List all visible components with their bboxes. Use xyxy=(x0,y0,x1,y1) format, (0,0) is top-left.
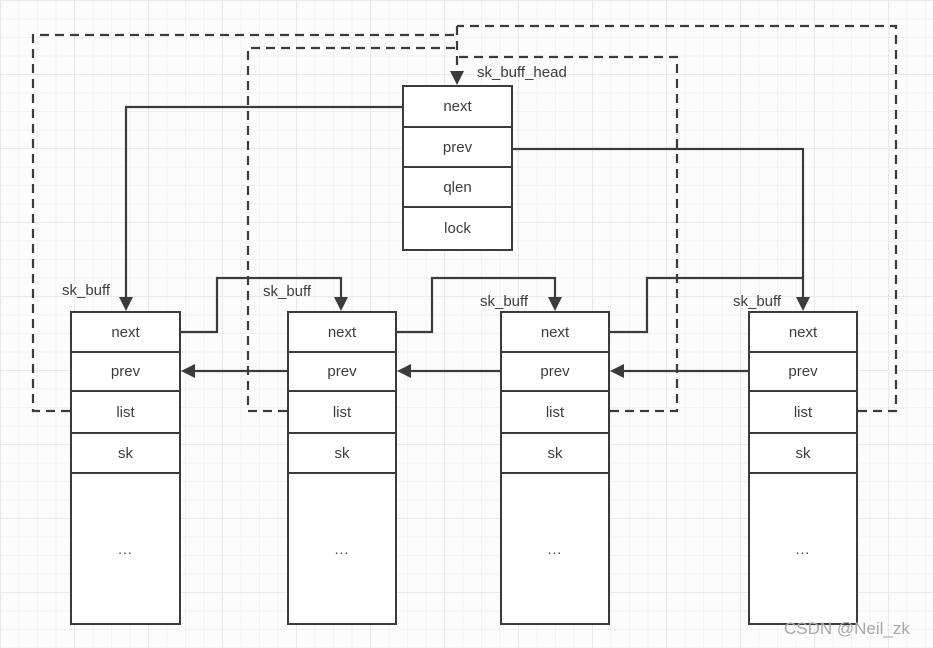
field-skbuff1-next: next xyxy=(72,313,179,353)
edge-skbuff4-list-to-head xyxy=(457,24,898,413)
field-skbuff4-next: next xyxy=(750,313,856,353)
field-head-prev: prev xyxy=(404,128,511,168)
field-skbuff4-ellipsis: ... xyxy=(795,540,811,557)
arrowhead-into-skbuff3-prev xyxy=(610,364,624,378)
field-skbuff1-ellipsis: ... xyxy=(118,540,133,557)
csdn-watermark: CSDN @Neil_zk xyxy=(784,619,910,638)
field-skbuff2-sk: sk xyxy=(289,434,395,474)
field-skbuff3-next: next xyxy=(502,313,608,353)
edge-skbuff1-next-to-skbuff2 xyxy=(181,276,343,334)
field-skbuff1-prev: prev xyxy=(72,353,179,392)
field-head-lock: lock xyxy=(444,220,471,237)
node-sk-buff-2: next prev list sk ... xyxy=(287,311,397,625)
label-sk-buff-1: sk_buff xyxy=(62,282,111,299)
field-head-next: next xyxy=(404,87,511,128)
edge-skbuff2-next-to-skbuff3 xyxy=(397,276,557,334)
node-sk-buff-4: next prev list sk ... xyxy=(748,311,858,625)
edge-skbuff3-next-to-skbuff4 xyxy=(610,276,803,334)
label-sk-buff-2: sk_buff xyxy=(263,283,312,300)
field-skbuff1-sk: sk xyxy=(72,434,179,474)
field-skbuff3-sk: sk xyxy=(502,434,608,474)
arrowhead-into-skbuff4-top xyxy=(796,297,810,311)
arrowhead-into-skbuff1-prev xyxy=(181,364,195,378)
label-sk-buff-head: sk_buff_head xyxy=(477,64,567,81)
label-sk-buff-3: sk_buff xyxy=(480,293,529,310)
field-skbuff1-list: list xyxy=(72,392,179,434)
edge-skbuff2-list-to-head xyxy=(246,46,457,413)
edge-skbuff3-list-to-head xyxy=(457,55,679,413)
field-head-qlen: qlen xyxy=(404,168,511,208)
arrowhead-into-skbuff2-prev xyxy=(397,364,411,378)
arrowhead-into-skbuff2-top xyxy=(334,297,348,311)
field-skbuff3-list: list xyxy=(502,392,608,434)
label-sk-buff-4: sk_buff xyxy=(733,293,782,310)
field-skbuff4-prev: prev xyxy=(750,353,856,392)
arrowhead-into-head-top xyxy=(450,71,464,85)
edge-head-prev-to-skbuff4 xyxy=(513,147,805,297)
field-skbuff2-next: next xyxy=(289,313,395,353)
node-sk-buff-3: next prev list sk ... xyxy=(500,311,610,625)
field-skbuff2-ellipsis: ... xyxy=(334,540,350,557)
node-sk-buff-1: next prev list sk ... xyxy=(70,311,181,625)
field-skbuff2-list: list xyxy=(289,392,395,434)
field-skbuff4-sk: sk xyxy=(750,434,856,474)
edge-skbuff1-list-to-head xyxy=(31,33,457,413)
arrowhead-into-skbuff1-top xyxy=(119,297,133,311)
node-sk-buff-head: next prev qlen lock xyxy=(402,85,513,251)
field-skbuff3-ellipsis: ... xyxy=(547,540,563,557)
arrowhead-into-skbuff3-top xyxy=(548,297,562,311)
field-skbuff2-prev: prev xyxy=(289,353,395,392)
edge-head-next-to-skbuff1 xyxy=(124,105,402,297)
field-skbuff3-prev: prev xyxy=(502,353,608,392)
field-skbuff4-list: list xyxy=(750,392,856,434)
